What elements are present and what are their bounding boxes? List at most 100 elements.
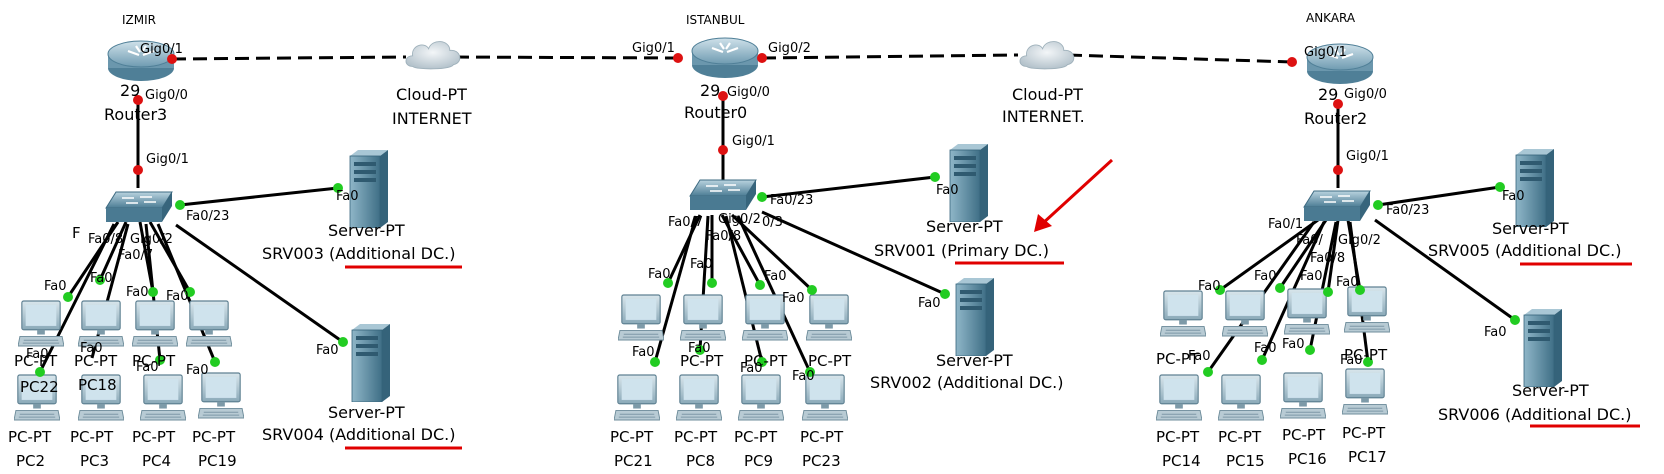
pc-icon[interactable] <box>140 374 186 421</box>
server-icon[interactable] <box>1515 148 1555 227</box>
server-role: (Additional DC.) <box>1505 405 1631 424</box>
pc-type-label: PC-PT <box>1156 428 1200 446</box>
router-name-label: Router3 <box>104 105 167 124</box>
pc-type-label: PC-PT <box>800 428 844 446</box>
link-ankara-srv005 <box>1377 185 1501 207</box>
pc-icon[interactable] <box>1156 374 1202 421</box>
site-title-istanbul: ISTANBUL <box>686 13 745 27</box>
port-dot-up <box>333 183 343 193</box>
server-icon[interactable] <box>1523 308 1563 387</box>
port-dot-up <box>757 192 767 202</box>
pc-type-label: PC-PT <box>808 352 852 370</box>
switch-icon[interactable] <box>105 191 173 223</box>
port-label: Fa0 <box>1336 275 1359 290</box>
pc-icon[interactable] <box>738 374 784 421</box>
pc-type-label: PC-PT <box>132 352 176 370</box>
pc-name-label: PC22 <box>20 378 59 396</box>
port-label: Fa0/7 <box>668 215 703 230</box>
port-label: Gig0/2 <box>768 41 811 56</box>
port-label: Fa0 <box>690 257 713 272</box>
server-name-label: SRV006 (Additional DC.) <box>1438 405 1631 424</box>
port-dot-down <box>133 95 143 105</box>
pc-icon[interactable] <box>618 294 664 341</box>
pc-name-label: PC3 <box>80 452 109 470</box>
port-label: Fa0 <box>1484 325 1507 340</box>
pc-icon[interactable] <box>1284 288 1330 335</box>
annotations <box>345 158 1640 450</box>
port-dot-up <box>1305 345 1315 355</box>
link <box>666 214 702 284</box>
pc-icon[interactable] <box>676 374 722 421</box>
pc-icon[interactable] <box>198 372 244 419</box>
port-dot-down <box>1333 165 1343 175</box>
port-dot-down <box>1287 57 1297 67</box>
port-dot-down <box>1333 99 1343 109</box>
server-name-label: SRV002 (Additional DC.) <box>870 373 1063 392</box>
port-dot-down <box>133 165 143 175</box>
port-dot-up <box>650 357 660 367</box>
port-label: Fa0 <box>918 296 941 311</box>
pc-icon[interactable] <box>806 294 852 341</box>
server-icon[interactable] <box>955 277 995 356</box>
cloud-icon[interactable] <box>405 41 461 70</box>
server-type-label: Server-PT <box>926 217 1003 236</box>
port-label: Fa0 <box>1254 341 1277 356</box>
port-label: Fa0/8 <box>706 229 741 244</box>
router-icon[interactable] <box>690 36 760 80</box>
pc-type-label: PC-PT <box>1344 346 1388 364</box>
pc-icon[interactable] <box>1342 368 1388 415</box>
pc-icon[interactable] <box>680 294 726 341</box>
port-dot-up <box>155 355 165 365</box>
port-dot-up <box>1203 367 1213 377</box>
pc-icon[interactable] <box>186 300 232 347</box>
pc-icon[interactable] <box>132 300 178 347</box>
port-label: Fa0/23 <box>770 193 813 208</box>
port-label: Fa0 <box>632 345 655 360</box>
port-label: Gig0/0 <box>145 88 188 103</box>
server-icon[interactable] <box>351 323 391 402</box>
pc-icon[interactable] <box>78 300 124 347</box>
pc-name-label: PC17 <box>1348 448 1387 466</box>
port-label: Fa0 <box>764 269 787 284</box>
server-name-label: SRV003 (Additional DC.) <box>262 244 455 263</box>
port-label: Fa0 <box>1340 353 1363 368</box>
server-role: (Primary DC.) <box>941 241 1049 260</box>
port-dot-up <box>707 278 717 288</box>
pc-icon[interactable] <box>1280 372 1326 419</box>
wan-link-izmir-cloud <box>171 55 407 61</box>
pc-icon[interactable] <box>18 300 64 347</box>
switch-icon[interactable] <box>1303 190 1371 222</box>
server-name-label: SRV005 (Additional DC.) <box>1428 241 1621 260</box>
port-dot-up <box>63 292 73 302</box>
pc-type-label: PC-PT <box>744 352 788 370</box>
pc-icon[interactable] <box>614 374 660 421</box>
wan-link-cloud-istanbul <box>454 55 679 60</box>
port-dot-up <box>1363 357 1373 367</box>
port-label: Fa0 <box>80 341 103 356</box>
port-dot-up <box>185 287 195 297</box>
link <box>148 221 192 293</box>
port-label: Fa0/7 <box>118 248 153 263</box>
switch-icon[interactable] <box>689 179 757 211</box>
pc-icon[interactable] <box>1218 374 1264 421</box>
port-dot-up <box>1257 355 1267 365</box>
pc-icon[interactable] <box>1160 290 1206 337</box>
port-dot-down <box>718 145 728 155</box>
port-label: Gig0/2 <box>718 212 761 227</box>
server-role: (Additional DC.) <box>1495 241 1621 260</box>
link <box>98 221 128 281</box>
cloud-icon[interactable] <box>1019 41 1075 70</box>
link <box>730 213 814 292</box>
server-type-label: Server-PT <box>936 351 1013 370</box>
link <box>90 223 130 359</box>
arrow-annotation <box>1040 158 1114 226</box>
port-dot-up <box>338 337 348 347</box>
port-dot-up <box>1510 315 1520 325</box>
pc-name-label: PC4 <box>142 452 171 470</box>
pc-icon[interactable] <box>1222 290 1268 337</box>
pc-name-label: PC15 <box>1226 452 1265 470</box>
pc-icon[interactable] <box>1344 286 1390 333</box>
port-label: Fa0 <box>316 343 339 358</box>
port-label: Fa0 <box>44 279 67 294</box>
